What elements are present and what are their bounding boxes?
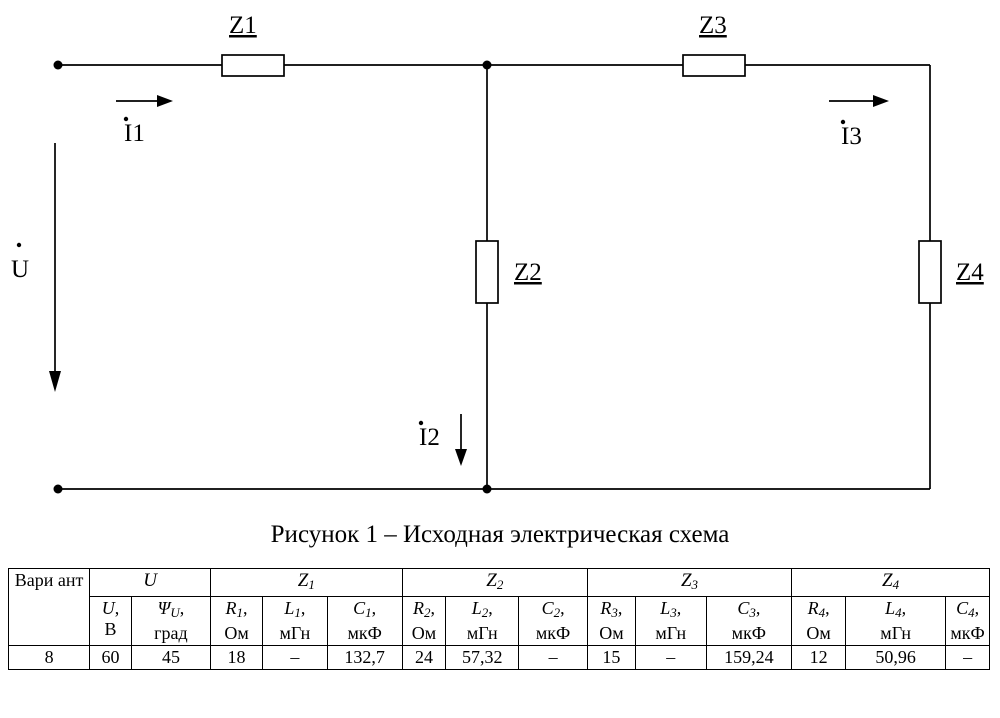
value-cell: 50,96 xyxy=(845,645,947,670)
column-header: R3,Ом xyxy=(586,596,636,646)
column-header: L1,мГн xyxy=(262,596,328,646)
column-header: C3,мкФ xyxy=(705,596,793,646)
column-header: L2,мГн xyxy=(445,596,520,646)
arrow-head-u xyxy=(49,371,61,392)
column-header: R1,Ом xyxy=(210,596,264,646)
label-i1: I1 xyxy=(124,120,145,147)
label-u: U xyxy=(11,256,29,283)
group-header-z3: Z3 xyxy=(586,568,793,597)
column-header: R2,Ом xyxy=(401,596,447,646)
label-z1: Z1 xyxy=(229,12,257,39)
variant-header: Вари ант xyxy=(7,568,91,646)
column-header: R4,Ом xyxy=(791,596,847,646)
phasor-dot-i1 xyxy=(123,116,129,122)
value-cell: 24 xyxy=(401,645,447,670)
label-i2: I2 xyxy=(419,424,440,451)
column-header: C4,мкФ xyxy=(945,596,990,646)
value-cell: 12 xyxy=(791,645,847,670)
circuit-wires xyxy=(58,64,931,490)
current-arrows xyxy=(54,100,875,452)
circuit-diagram: Z1 Z3 Z2 Z4 I1 I3 I2 U xyxy=(11,12,984,494)
resistor-z1 xyxy=(221,54,285,77)
value-cell: – xyxy=(518,645,588,670)
group-header-u: U xyxy=(89,568,212,597)
value-cell: 18 xyxy=(210,645,264,670)
group-header-z2: Z2 xyxy=(401,568,588,597)
label-z2: Z2 xyxy=(514,259,542,286)
column-header: L3,мГн xyxy=(634,596,707,646)
variant-cell: 8 xyxy=(7,645,91,670)
value-cell: – xyxy=(634,645,707,670)
value-cell: 132,7 xyxy=(326,645,403,670)
value-cell: 159,24 xyxy=(705,645,793,670)
value-cell: 45 xyxy=(130,645,212,670)
value-cell: 15 xyxy=(586,645,636,670)
label-i3: I3 xyxy=(841,123,862,150)
arrow-head-i2 xyxy=(455,449,467,466)
value-cell: 60 xyxy=(89,645,132,670)
resistor-z2 xyxy=(475,240,499,304)
value-cell: – xyxy=(262,645,328,670)
phasor-dot-u xyxy=(16,242,22,248)
column-header: ΨU,град xyxy=(130,596,212,646)
table-header-row-1: Вари ант U Z1 Z2 Z3 Z4 xyxy=(7,568,990,646)
node-bottom xyxy=(482,484,492,494)
column-header: C2,мкФ xyxy=(518,596,588,646)
column-header: U,В xyxy=(89,596,132,646)
figure-caption: Рисунок 1 – Исходная электрическая схема xyxy=(270,521,730,548)
value-cell: 57,32 xyxy=(445,645,520,670)
column-header: C1,мкФ xyxy=(326,596,403,646)
resistor-z4 xyxy=(918,240,942,304)
terminal-bottom-left xyxy=(53,484,63,494)
terminal-top-left xyxy=(53,60,63,70)
value-cell: – xyxy=(945,645,990,670)
label-z4: Z4 xyxy=(956,259,984,286)
column-header: L4,мГн xyxy=(845,596,947,646)
phasor-dot-i3 xyxy=(840,119,846,125)
arrow-head-i3 xyxy=(873,95,889,107)
arrow-head-i1 xyxy=(157,95,173,107)
phasor-dot-i2 xyxy=(418,420,424,426)
label-z3: Z3 xyxy=(699,12,727,39)
node-top xyxy=(482,60,492,70)
resistor-z3 xyxy=(682,54,746,77)
group-header-z1: Z1 xyxy=(210,568,403,597)
group-header-z4: Z4 xyxy=(791,568,990,597)
